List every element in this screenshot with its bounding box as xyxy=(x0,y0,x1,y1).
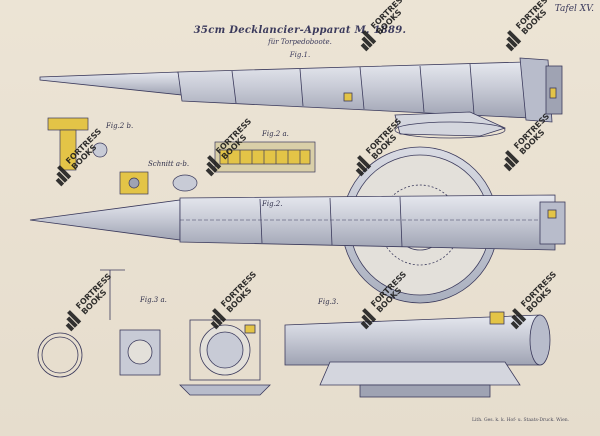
fig2a-rack xyxy=(214,141,316,173)
fig2b-label: Fig.2 b. xyxy=(106,122,134,130)
fig2-launcher-top xyxy=(29,194,566,251)
plate-title: 35cm Decklancier-Apparat M. 1889. xyxy=(193,25,407,36)
lithography-imprint: Lith. Ges. k. k. Hof- u. Staats-Druck. W… xyxy=(472,418,570,423)
fig3a-label: Fig.3 a. xyxy=(140,296,167,304)
fig3a-mount xyxy=(179,319,271,396)
fig3-bracket xyxy=(37,269,161,378)
fig1-launcher xyxy=(39,57,563,139)
plate-number: Tafel XV. xyxy=(554,4,594,14)
fig3b-tube xyxy=(284,311,551,398)
fig1-heading: Fig.1. xyxy=(289,51,311,59)
fig2a-label: Fig.2 a. xyxy=(262,130,289,138)
fig2-label: Fig.2. xyxy=(262,200,283,208)
plate-subtitle: für Torpedoboote. xyxy=(268,38,332,46)
fig2b-mechanism xyxy=(47,117,198,195)
fig3-label: Fig.3. xyxy=(318,298,339,306)
section-ab-label: Schnitt a-b. xyxy=(148,160,190,168)
